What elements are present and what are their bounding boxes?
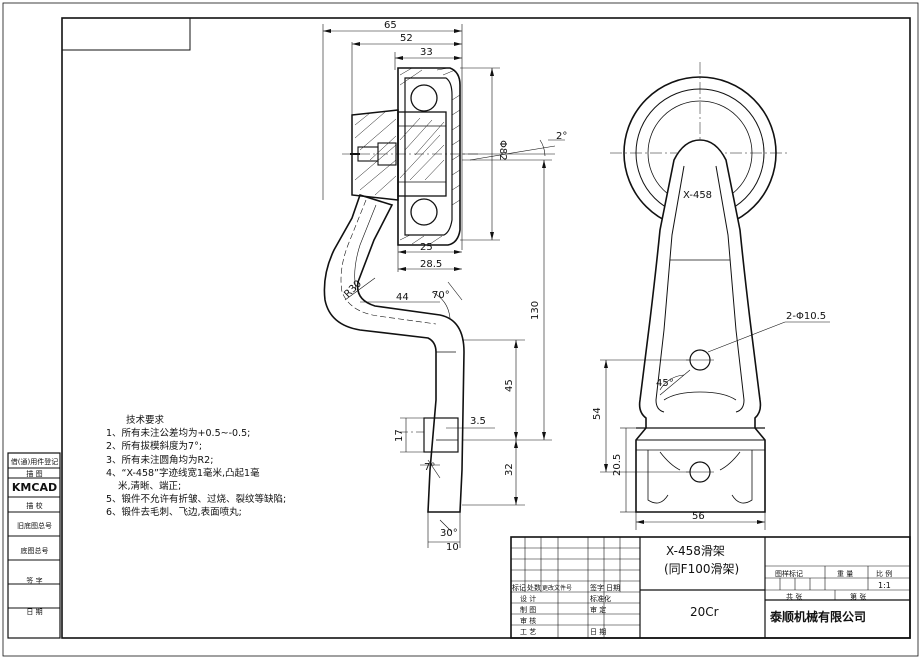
company-name: 泰顺机械有限公司	[770, 610, 867, 624]
dim-20-5: 20.5	[612, 454, 623, 476]
role-draw: 制 图	[520, 606, 537, 614]
dim-angle-45: 45°	[656, 378, 674, 389]
dim-17: 17	[394, 429, 405, 442]
rev-col: 日期	[606, 584, 620, 592]
role-review: 审 核	[520, 617, 537, 625]
stage-header: 图样标记	[775, 570, 803, 578]
sidebar-top: 借(通)用件登记	[10, 458, 59, 466]
note-item: 4、“X-458”字迹线宽1毫米,凸起1毫	[106, 467, 260, 479]
dim-angle-70: 70°	[432, 290, 450, 301]
dim-28-5: 28.5	[420, 259, 442, 270]
rev-col: 标记	[512, 584, 526, 592]
scale-value: 1:1	[878, 581, 891, 590]
note-item: 6、锻件去毛刺、飞边,表面喷丸;	[106, 507, 242, 519]
dim-33: 33	[420, 47, 433, 58]
part-name-alias: (同F100滑架)	[664, 562, 740, 576]
dim-130: 130	[530, 301, 541, 320]
role-process: 工 艺	[520, 628, 537, 636]
notes-title: 技术要求	[126, 415, 165, 426]
rev-col: 签字	[590, 584, 604, 592]
dim-54: 54	[592, 407, 603, 420]
sheet-number: 第 张	[850, 593, 867, 601]
dim-25: 25	[420, 242, 433, 253]
sidebar-old-no: 旧底图总号	[17, 522, 52, 530]
note-item: 1、所有未注公差均为+0.5~-0.5;	[106, 428, 251, 440]
drawing-border	[61, 17, 911, 639]
rev-col: 处数	[527, 584, 541, 592]
dim-phi82: Φ82	[497, 140, 508, 161]
note-item: 3、所有未注圆角均为R2;	[106, 454, 214, 466]
dim-holes: 2-Φ10.5	[786, 311, 826, 322]
weight-header: 重 量	[837, 570, 854, 578]
sidebar-date: 日 期	[26, 608, 43, 616]
dim-angle-30: 30°	[440, 528, 458, 539]
scale-header: 比 例	[876, 570, 893, 578]
note-item: 2、所有拔模斜度为7°;	[106, 441, 203, 453]
material: 20Cr	[690, 605, 719, 619]
role-design: 设 计	[520, 595, 537, 603]
dim-45: 45	[504, 379, 515, 392]
dim-32: 32	[504, 463, 515, 476]
sidebar-sign: 签 字	[26, 577, 43, 585]
dim-10: 10	[446, 542, 459, 553]
dim-65: 65	[384, 20, 397, 31]
dim-44: 44	[396, 292, 409, 303]
dim-angle-2: 2°	[556, 131, 567, 142]
dim-52: 52	[400, 33, 413, 44]
sidebar-kmcad: KMCAD	[11, 481, 58, 494]
rev-col: 更改文件号	[542, 585, 573, 592]
sidebar-base-no: 底图总号	[20, 547, 49, 555]
note-item: 米,清晰、端正;	[118, 481, 182, 493]
sheets-total: 共 张	[786, 593, 803, 601]
sidebar-draw: 描 图	[26, 470, 43, 478]
dim-56: 56	[692, 511, 705, 522]
role-date: 日 期	[590, 628, 607, 636]
technical-notes: 技术要求 1、所有未注公差均为+0.5~-0.5; 2、所有拔模斜度为7°; 3…	[106, 414, 286, 520]
part-name: X-458滑架	[666, 544, 725, 558]
dim-angle-7: 7°	[424, 462, 435, 473]
role-standard: 标准化	[590, 595, 611, 603]
sidebar-check: 描 校	[26, 502, 43, 510]
model-label: X-458	[683, 190, 712, 201]
note-item: 5、锻件不允许有折皱、过烧、裂纹等缺陷;	[106, 494, 287, 506]
role-approve: 审 定	[590, 606, 607, 614]
dim-3-5: 3.5	[470, 416, 486, 427]
